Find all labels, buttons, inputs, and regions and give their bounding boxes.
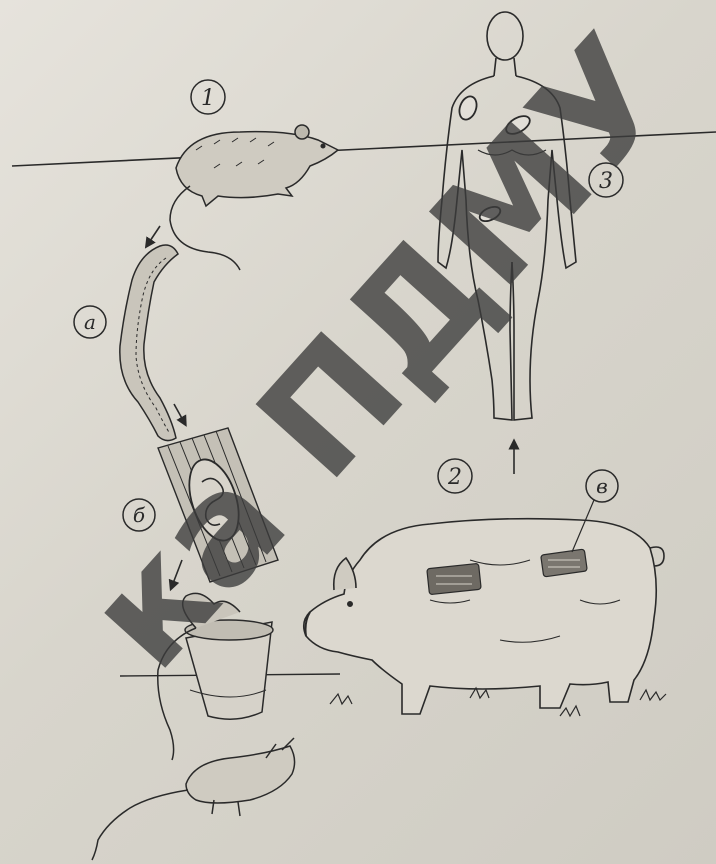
pig xyxy=(304,519,664,714)
arrow-larva-to-muscle xyxy=(174,404,184,422)
svg-text:1: 1 xyxy=(201,86,215,111)
label-a: a xyxy=(74,306,106,338)
svg-text:a: a xyxy=(84,310,96,334)
label-1: 1 xyxy=(191,80,225,114)
svg-text:2: 2 xyxy=(447,465,462,490)
label-2: 2 xyxy=(438,459,472,493)
larva-worm xyxy=(120,245,178,441)
rat-top xyxy=(170,125,338,270)
arrow-larva-to-rat xyxy=(148,226,160,244)
svg-text:в: в xyxy=(596,474,608,498)
rat-dead xyxy=(92,738,295,860)
